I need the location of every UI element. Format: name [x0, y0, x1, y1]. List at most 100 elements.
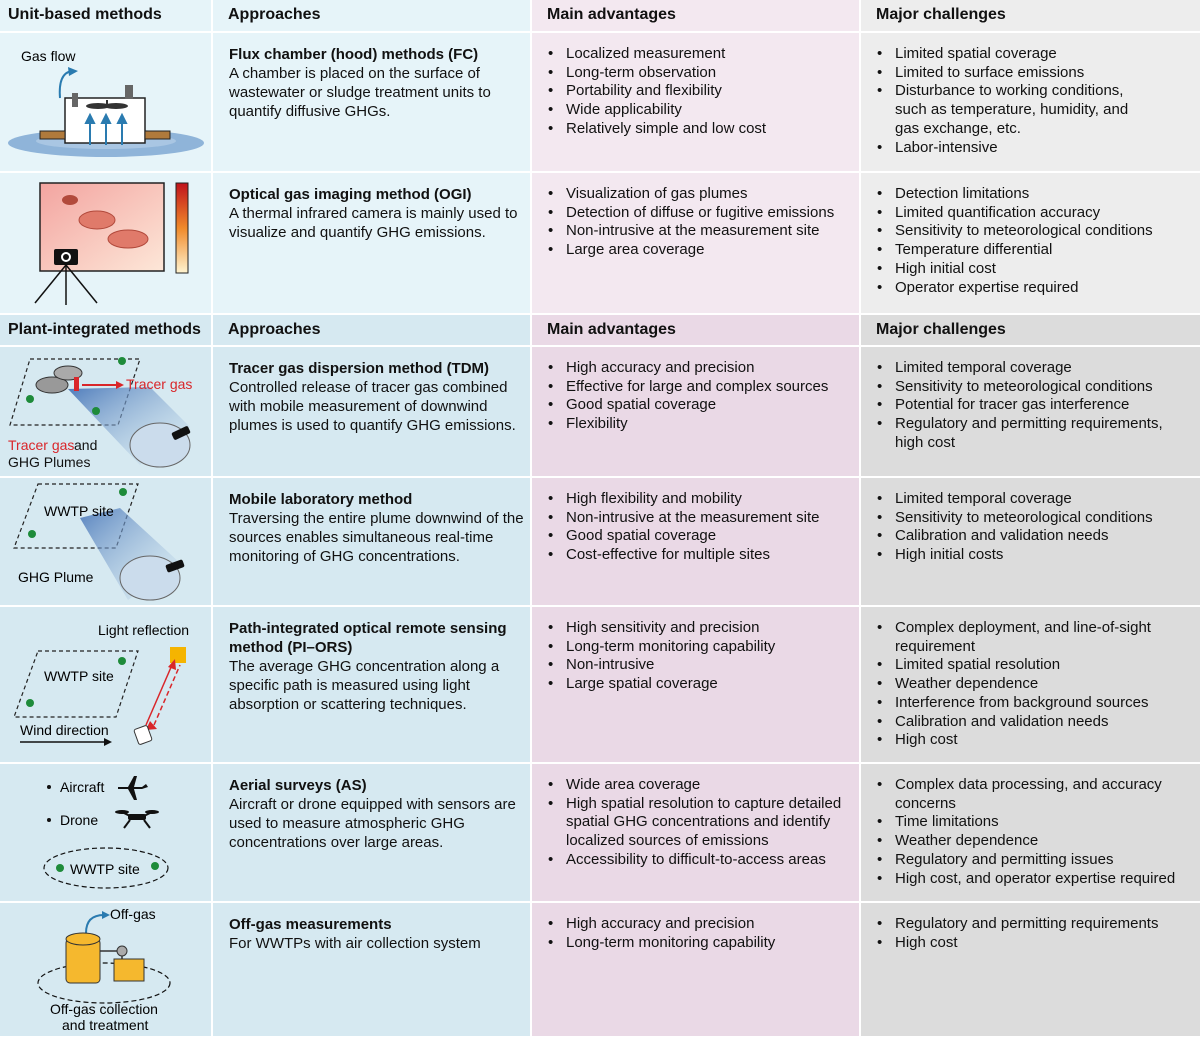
off-gas-tank-icon: Off-gas Off-gas collection and treatment	[37, 906, 171, 1033]
list-item: High sensitivity and precision	[548, 619, 853, 638]
thermal-camera-icon	[34, 182, 189, 305]
approach-cell: Aerial surveys (AS) Aircraft or drone eq…	[213, 764, 532, 903]
list-item: Regulatory and permitting requirements, …	[877, 415, 1194, 452]
svg-text:Off-gas collection: Off-gas collection	[50, 1001, 158, 1017]
list-item: Disturbance to working conditions, such …	[877, 82, 1194, 138]
plant-header-col1: Plant-integrated methods	[0, 315, 213, 347]
unit-header-col1: Unit-based methods	[0, 0, 213, 33]
advantages-list: High accuracy and precision Effective fo…	[532, 347, 859, 434]
aerial-survey-figure: Aircraft Drone WWTP si	[43, 776, 169, 889]
approach-description: Controlled release of tracer gas combine…	[229, 379, 516, 434]
challenges-list: Detection limitations Limited quantifica…	[861, 173, 1200, 297]
approach-cell: Optical gas imaging method (OGI) A therm…	[213, 173, 532, 315]
list-item: Regulatory and permitting requirements	[877, 915, 1194, 934]
plant-header-row: Plant-integrated methods Approaches Main…	[0, 315, 1200, 347]
approach-title: Off-gas measurements	[229, 916, 392, 933]
svg-text:and treatment: and treatment	[62, 1017, 148, 1033]
list-item: Limited quantification accuracy	[877, 204, 1194, 223]
svg-text:Tracer gas: Tracer gas	[8, 437, 74, 453]
list-item: Weather dependence	[877, 675, 1194, 694]
list-item: Wide area coverage	[548, 776, 853, 795]
approach-title: Mobile laboratory method	[229, 491, 413, 508]
approach-cell: Path-integrated optical remote sensing m…	[213, 607, 532, 764]
list-item: Localized measurement	[548, 45, 853, 64]
advantages-cell: High flexibility and mobility Non-intrus…	[532, 478, 861, 607]
challenges-cell: Regulatory and permitting requirements H…	[861, 903, 1200, 1038]
list-item: High accuracy and precision	[548, 915, 853, 934]
svg-text:WWTP site: WWTP site	[44, 668, 114, 684]
svg-text:WWTP site: WWTP site	[70, 861, 140, 877]
list-item: Good spatial coverage	[548, 396, 853, 415]
challenges-cell: Complex deployment, and line-of-sight re…	[861, 607, 1200, 764]
challenges-list: Limited spatial coverage Limited to surf…	[861, 33, 1200, 157]
list-item: Limited spatial resolution	[877, 656, 1194, 675]
list-item: Limited temporal coverage	[877, 359, 1194, 378]
list-item: Flexibility	[548, 415, 853, 434]
svg-text:Aircraft: Aircraft	[60, 779, 104, 795]
advantages-list: Visualization of gas plumes Detection of…	[532, 173, 859, 260]
list-item: Non-intrusive	[548, 656, 853, 675]
list-item: Long-term observation	[548, 64, 853, 83]
list-item: Sensitivity to meteorological conditions	[877, 222, 1194, 241]
light-path-icon: Light reflection WWTP site Wind directio…	[13, 622, 189, 746]
table-row: Light reflection WWTP site Wind directio…	[0, 607, 1200, 764]
svg-text:Tracer gas: Tracer gas	[126, 376, 192, 392]
challenges-cell: Limited temporal coverage Sensitivity to…	[861, 347, 1200, 478]
plant-header-col3: Main advantages	[532, 315, 861, 347]
list-item: High spatial resolution to capture detai…	[548, 795, 853, 851]
flux-chamber-icon: Gas flow	[8, 48, 204, 157]
list-item: Interference from background sources	[877, 694, 1194, 713]
table-row: Tracer gas Tracer gas and GHG Plumes Tra…	[0, 347, 1200, 478]
advantages-cell: High accuracy and precision Long-term mo…	[532, 903, 861, 1038]
list-item: Accessibility to difficult-to-access are…	[548, 851, 853, 870]
svg-text:Light reflection: Light reflection	[98, 622, 189, 638]
figure-cell: Light reflection WWTP site Wind directio…	[0, 607, 213, 764]
unit-header-row: Unit-based methods Approaches Main advan…	[0, 0, 1200, 33]
approach-title: Flux chamber (hood) methods (FC)	[229, 46, 479, 63]
table-row: Off-gas Off-gas collection and treatment…	[0, 903, 1200, 1038]
challenges-cell: Complex data processing, and accuracy co…	[861, 764, 1200, 903]
unit-header-col3: Main advantages	[532, 0, 861, 33]
list-item: Regulatory and permitting issues	[877, 851, 1194, 870]
list-item: Limited to surface emissions	[877, 64, 1194, 83]
plant-header-col4: Major challenges	[861, 315, 1200, 347]
figure-cell: Tracer gas Tracer gas and GHG Plumes	[0, 347, 213, 478]
list-item: High cost, and operator expertise requir…	[877, 870, 1194, 889]
mobile-lab-icon: WWTP site GHG Plume	[13, 483, 185, 601]
table-row: Optical gas imaging method (OGI) A therm…	[0, 173, 1200, 315]
svg-text:Drone: Drone	[60, 812, 98, 828]
table-row: WWTP site GHG Plume Mobile laboratory me…	[0, 478, 1200, 607]
list-item: Limited spatial coverage	[877, 45, 1194, 64]
list-item: Sensitivity to meteorological conditions	[877, 509, 1194, 528]
approach-title: Aerial surveys (AS)	[229, 777, 367, 794]
advantages-cell: Visualization of gas plumes Detection of…	[532, 173, 861, 315]
approach-description: A thermal infrared camera is mainly used…	[229, 205, 518, 241]
list-item: Limited temporal coverage	[877, 490, 1194, 509]
svg-text:WWTP site: WWTP site	[44, 503, 114, 519]
challenges-list: Limited temporal coverage Sensitivity to…	[861, 347, 1200, 453]
advantages-list: Wide area coverage High spatial resoluti…	[532, 764, 859, 870]
list-item: Effective for large and complex sources	[548, 378, 853, 397]
figure-cell: WWTP site GHG Plume	[0, 478, 213, 607]
approach-cell: Flux chamber (hood) methods (FC) A chamb…	[213, 33, 532, 173]
advantages-list: High flexibility and mobility Non-intrus…	[532, 478, 859, 565]
list-item: High initial cost	[877, 260, 1194, 279]
challenges-list: Limited temporal coverage Sensitivity to…	[861, 478, 1200, 565]
approach-description: Traversing the entire plume downwind of …	[229, 510, 524, 565]
approach-description: A chamber is placed on the surface of wa…	[229, 65, 491, 120]
advantages-list: High accuracy and precision Long-term mo…	[532, 903, 859, 952]
list-item: Cost-effective for multiple sites	[548, 546, 853, 565]
plant-header-col2: Approaches	[213, 315, 532, 347]
list-item: Long-term monitoring capability	[548, 934, 853, 953]
approach-title: Path-integrated optical remote sensing m…	[229, 620, 507, 656]
list-item: High cost	[877, 731, 1194, 750]
svg-text:and: and	[74, 437, 97, 453]
list-item: Calibration and validation needs	[877, 527, 1194, 546]
unit-header-col2: Approaches	[213, 0, 532, 33]
svg-text:GHG Plume: GHG Plume	[18, 569, 94, 585]
advantages-cell: Wide area coverage High spatial resoluti…	[532, 764, 861, 903]
tracer-gas-icon: Tracer gas Tracer gas and GHG Plumes	[8, 357, 192, 470]
list-item: Large area coverage	[548, 241, 853, 260]
svg-text:Off-gas: Off-gas	[110, 906, 156, 922]
